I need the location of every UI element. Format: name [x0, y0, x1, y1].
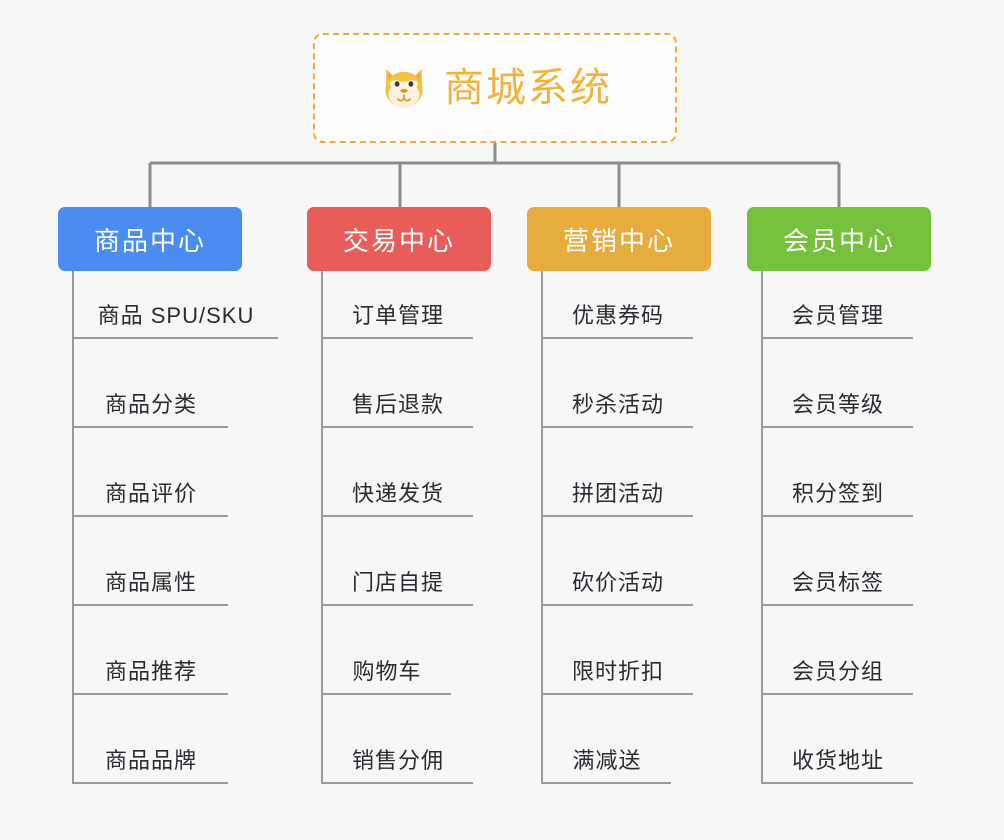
branch-column-marketing: 营销中心 优惠券码 秒杀活动 拼团活动 砍价活动 限时折扣 满减送	[527, 207, 711, 784]
branch-column-member: 会员中心 会员管理 会员等级 积分签到 会员标签 会员分组 收货地址	[747, 207, 931, 784]
leaf-item-label: 销售分佣	[351, 748, 444, 773]
leaf-item-label: 会员管理	[791, 303, 884, 328]
branch-header-label: 交易中心	[342, 225, 455, 256]
leaf-item[interactable]: 会员分组	[763, 606, 913, 695]
leaf-item-label: 门店自提	[351, 570, 444, 595]
leaf-item-label: 拼团活动	[571, 481, 664, 506]
leaf-item[interactable]: 订单管理	[323, 271, 473, 339]
leaf-item-label: 商品属性	[104, 570, 197, 595]
leaf-item-label: 优惠券码	[571, 303, 664, 328]
leaf-item[interactable]: 商品评价	[74, 428, 228, 517]
leaf-item[interactable]: 购物车	[323, 606, 451, 695]
branch-header-label: 商品中心	[93, 225, 206, 256]
leaf-item-label: 快递发货	[351, 481, 444, 506]
leaf-item[interactable]: 商品属性	[74, 517, 228, 606]
leaf-item-label: 会员等级	[791, 392, 884, 417]
branch-header-marketing[interactable]: 营销中心	[527, 207, 711, 271]
leaf-item-label: 会员分组	[791, 659, 884, 684]
leaf-list-member: 会员管理 会员等级 积分签到 会员标签 会员分组 收货地址	[761, 271, 913, 784]
leaf-item-label: 订单管理	[351, 303, 444, 328]
leaf-item[interactable]: 商品品牌	[74, 695, 228, 784]
leaf-list-marketing: 优惠券码 秒杀活动 拼团活动 砍价活动 限时折扣 满减送	[541, 271, 693, 784]
leaf-item-label: 商品 SPU/SKU	[97, 303, 255, 328]
leaf-item[interactable]: 秒杀活动	[543, 339, 693, 428]
branch-column-trade: 交易中心 订单管理 售后退款 快递发货 门店自提 购物车 销售分佣	[307, 207, 491, 784]
leaf-item[interactable]: 门店自提	[323, 517, 473, 606]
leaf-item[interactable]: 优惠券码	[543, 271, 693, 339]
leaf-list-product: 商品 SPU/SKU 商品分类 商品评价 商品属性 商品推荐 商品品牌	[72, 271, 278, 784]
branch-column-product: 商品中心 商品 SPU/SKU 商品分类 商品评价 商品属性 商品推荐 商品品牌	[58, 207, 278, 784]
branch-header-label: 会员中心	[782, 225, 895, 256]
leaf-item[interactable]: 拼团活动	[543, 428, 693, 517]
root-node-mall-system[interactable]: 商城系统	[313, 33, 677, 143]
leaf-item-label: 收货地址	[791, 748, 884, 773]
leaf-list-trade: 订单管理 售后退款 快递发货 门店自提 购物车 销售分佣	[321, 271, 473, 784]
branch-header-member[interactable]: 会员中心	[747, 207, 931, 271]
leaf-item-label: 积分签到	[791, 481, 884, 506]
leaf-item-label: 商品推荐	[104, 659, 197, 684]
leaf-item-label: 限时折扣	[571, 659, 664, 684]
leaf-item[interactable]: 砍价活动	[543, 517, 693, 606]
leaf-item-label: 售后退款	[351, 392, 444, 417]
leaf-item-label: 商品评价	[104, 481, 197, 506]
leaf-item[interactable]: 商品分类	[74, 339, 228, 428]
leaf-item-label: 商品品牌	[104, 748, 197, 773]
branch-header-label: 营销中心	[562, 225, 675, 256]
leaf-item[interactable]: 会员等级	[763, 339, 913, 428]
root-node-title: 商城系统	[444, 66, 612, 110]
leaf-item[interactable]: 销售分佣	[323, 695, 473, 784]
leaf-item[interactable]: 商品 SPU/SKU	[74, 271, 278, 339]
branch-header-trade[interactable]: 交易中心	[307, 207, 491, 271]
leaf-item[interactable]: 快递发货	[323, 428, 473, 517]
branch-header-product[interactable]: 商品中心	[58, 207, 242, 271]
leaf-item-label: 会员标签	[791, 570, 884, 595]
leaf-item-label: 满减送	[572, 748, 642, 773]
leaf-item-label: 商品分类	[104, 392, 197, 417]
leaf-item[interactable]: 收货地址	[763, 695, 913, 784]
leaf-item[interactable]: 满减送	[543, 695, 671, 784]
leaf-item[interactable]: 售后退款	[323, 339, 473, 428]
leaf-item-label: 购物车	[352, 659, 422, 684]
leaf-item-label: 秒杀活动	[571, 392, 664, 417]
leaf-item[interactable]: 限时折扣	[543, 606, 693, 695]
leaf-item[interactable]: 会员管理	[763, 271, 913, 339]
shiba-dog-icon	[378, 62, 430, 114]
leaf-item[interactable]: 积分签到	[763, 428, 913, 517]
leaf-item-label: 砍价活动	[571, 570, 664, 595]
leaf-item[interactable]: 会员标签	[763, 517, 913, 606]
leaf-item[interactable]: 商品推荐	[74, 606, 228, 695]
